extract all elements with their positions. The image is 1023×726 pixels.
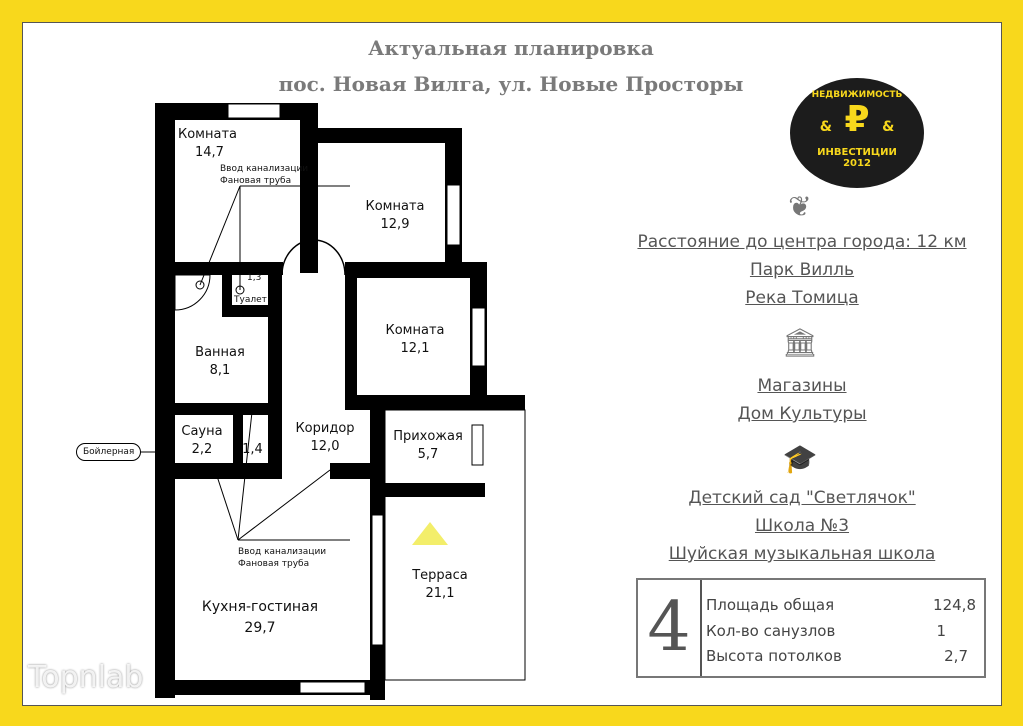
school-text: Школа №3 (754, 516, 850, 536)
distance-text: Расстояние до центра города: 12 км (637, 232, 967, 252)
page-title: Актуальная планировка (368, 36, 654, 60)
room-area: 12,9 (380, 217, 410, 232)
room-name: Коридор (295, 421, 355, 436)
stat-label: Высота потолков (706, 647, 842, 665)
culture-house-text: Дом Культуры (737, 404, 867, 424)
room-area: 1,3 (247, 273, 262, 283)
room-area: 8,1 (209, 363, 231, 378)
room-name: Кухня-гостиная (201, 599, 319, 615)
room-area: 14,7 (195, 145, 224, 160)
stats-box: 4 Площадь общая 124,8 Кол-во санузлов 1 Вы… (636, 578, 986, 678)
room-area: 29,7 (244, 620, 276, 636)
room-name: Терраса (412, 568, 468, 583)
kindergarten-text: Детский сад "Светлячок" (688, 488, 916, 508)
room-name: Комната (178, 127, 237, 142)
pipe-note: Фановая труба (238, 559, 310, 569)
room-name: Комната (385, 323, 445, 338)
room-area: 2,2 (191, 442, 213, 457)
sewer-note: Ввод канализации (238, 547, 327, 557)
music-school-text: Шуйская музыкальная школа (668, 544, 936, 564)
room-name: Туалет (234, 295, 267, 305)
stat-value: 1 (936, 622, 946, 640)
page-subtitle: пос. Новая Вилга, ул. Новые Просторы (278, 72, 744, 96)
room-name: Сауна (181, 424, 223, 439)
watermark: Topnlab (28, 660, 144, 695)
room-area: 12,0 (310, 439, 340, 454)
terrace-outline (384, 409, 526, 681)
room-area: 5,7 (417, 447, 439, 462)
river-text: Река Томица (745, 288, 859, 308)
pipe-note: Фановая труба (220, 176, 292, 186)
graduation-cap-icon: 🎓 (782, 442, 818, 475)
room-name: Прихожая (393, 429, 463, 444)
sewer-note: Ввод канализации (220, 164, 309, 174)
building-columns-icon: 🏛 (782, 326, 818, 359)
stat-value: 2,7 (944, 647, 968, 665)
pipe-lines (140, 185, 350, 541)
park-text: Парк Вилль (749, 260, 855, 280)
logo: НЕДВИЖИМОСТЬ & ₽ & ИНВЕСТИЦИИ 2012 (790, 78, 924, 188)
rooms-count: 4 (638, 580, 702, 676)
room-area: 12,1 (400, 341, 430, 356)
stat-value: 124,8 (933, 596, 976, 614)
shops-text: Магазины (757, 376, 847, 396)
room-area: 1,4 (242, 442, 263, 457)
stat-label: Кол-во санузлов (706, 622, 836, 640)
windows (227, 103, 486, 694)
boiler-label: Бойлерная (76, 443, 142, 461)
terrace-marker (412, 522, 448, 545)
room-name: Комната (365, 199, 425, 214)
stat-label: Площадь общая (706, 596, 835, 614)
leaf-icon: ❦ (788, 190, 812, 223)
room-area: 21,1 (425, 586, 455, 601)
room-name: Ванная (195, 345, 245, 360)
